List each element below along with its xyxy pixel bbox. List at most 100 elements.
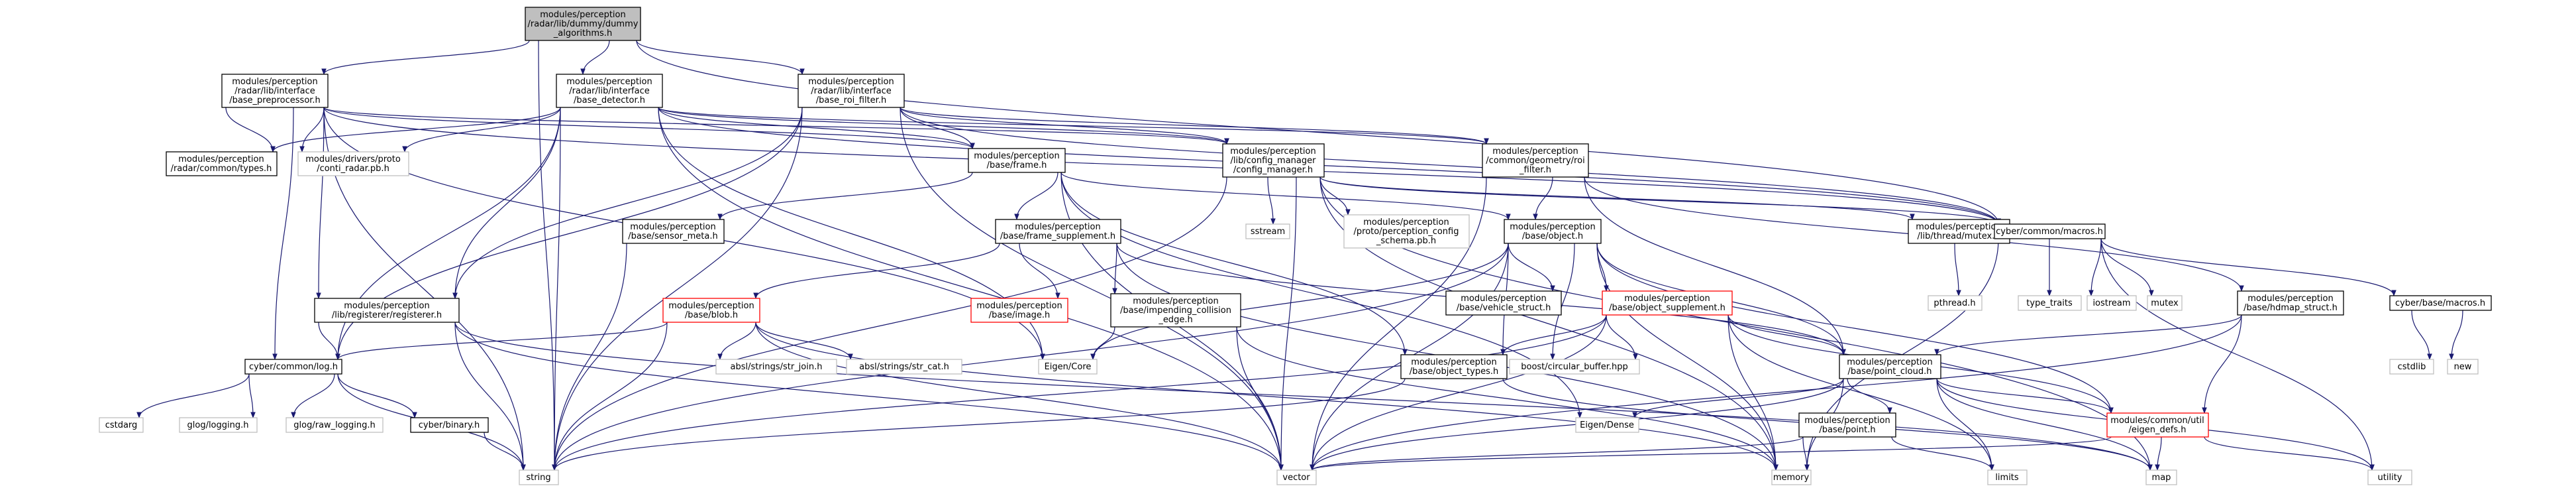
edge-sensor-meta-to-string xyxy=(552,243,627,471)
edge-path xyxy=(658,107,975,149)
node-radar-types[interactable]: modules/perception/radar/common/types.h xyxy=(166,151,278,176)
node-label-line: _filter.h xyxy=(1519,165,1551,175)
node-blob[interactable]: modules/perception/base/blob.h xyxy=(662,298,760,323)
edge-path xyxy=(1632,378,1844,418)
edge-path xyxy=(658,107,1284,471)
edge-path xyxy=(1310,314,2242,471)
node-object-types[interactable]: modules/perception/base/object_types.h xyxy=(1400,354,1508,379)
edge-path xyxy=(1533,176,1553,220)
node-point-cloud[interactable]: modules/perception/base/point_cloud.h xyxy=(1839,354,1941,379)
edge-path xyxy=(1802,436,1810,471)
edge-path xyxy=(755,322,1284,471)
node-box xyxy=(1928,295,1983,311)
edge-path xyxy=(1014,172,1058,220)
node-label-line: modules/perception xyxy=(1847,357,1932,367)
node-box xyxy=(221,74,329,108)
node-label-line: boost/circular_buffer.hpp xyxy=(1521,362,1628,372)
node-base-point[interactable]: modules/perception/base/point.h xyxy=(1798,412,1896,438)
node-label-line: /base/image.h xyxy=(989,310,1051,320)
node-box xyxy=(525,7,641,41)
edge-path xyxy=(1727,314,1846,355)
edge-path xyxy=(658,107,2001,225)
edge-path xyxy=(1550,243,1575,360)
edge-cyber-base-macros-to-new xyxy=(2449,310,2463,360)
node-base-image[interactable]: modules/perception/base/image.h xyxy=(970,298,1068,323)
edge-frame-to-frame-supplement xyxy=(1014,172,1058,220)
node-cyber-base-macros[interactable]: cyber/base/macros.h xyxy=(2389,295,2492,311)
node-registerer[interactable]: modules/perception/lib/registerer/regist… xyxy=(314,298,460,323)
node-base-roi-filter[interactable]: modules/perception/radar/lib/interface/b… xyxy=(798,74,905,108)
node-label-line: Eigen/Core xyxy=(1045,362,1092,372)
edge-frame-supplement-to-base-image xyxy=(1019,243,1060,299)
node-box xyxy=(2145,469,2177,485)
edge-frame-to-object xyxy=(1060,172,1511,220)
edge-thread-mutex-to-pthread xyxy=(1954,243,1961,296)
edge-path xyxy=(1847,378,1892,414)
edge-path xyxy=(402,107,561,152)
edge-path xyxy=(552,378,1406,471)
node-label-line: absl/strings/str_join.h xyxy=(731,362,823,372)
edge-path xyxy=(636,40,805,75)
node-cstdarg: cstdarg xyxy=(99,417,144,433)
node-base-detector[interactable]: modules/perception/radar/lib/interface/b… xyxy=(556,74,663,108)
node-label-line: modules/perception xyxy=(540,10,625,20)
node-box xyxy=(166,151,278,176)
edge-path xyxy=(2204,436,2375,471)
node-sensor-meta[interactable]: modules/perception/base/sensor_meta.h xyxy=(622,219,725,244)
node-vector: vector xyxy=(1276,469,1317,485)
node-thread-mutex[interactable]: modules/perception/lib/thread/mutex.h xyxy=(1908,219,2010,244)
edge-root-to-base-roi-filter xyxy=(636,40,805,75)
edge-path xyxy=(2411,310,2432,360)
node-vehicle-struct[interactable]: modules/perception/base/vehicle_struct.h xyxy=(1445,290,1562,316)
node-eigen-defs[interactable]: modules/common/util/eigen_defs.h xyxy=(2106,412,2209,438)
edge-point-cloud-to-limits xyxy=(1936,378,1994,471)
edge-frame-supplement-to-impending-collision xyxy=(1112,243,1117,294)
node-box xyxy=(1504,219,1602,244)
edge-path xyxy=(452,107,561,299)
node-frame-supplement[interactable]: modules/perception/base/frame_supplement… xyxy=(995,219,1121,244)
edge-object-to-memory xyxy=(1596,243,1778,471)
node-cyber-log[interactable]: cyber/common/log.h xyxy=(244,359,342,375)
edge-cyber-macros-to-cyber-base-macros xyxy=(2100,238,2396,296)
node-root[interactable]: modules/perception/radar/lib/dummy/dummy… xyxy=(525,7,641,41)
node-geometry-roi[interactable]: modules/perception/common/geometry/roi_f… xyxy=(1482,143,1589,178)
edge-hdmap-struct-to-point-cloud xyxy=(1934,314,2242,355)
edge-path xyxy=(538,40,557,471)
node-hdmap-struct[interactable]: modules/perception/base/hdmap_struct.h xyxy=(2237,290,2344,316)
edge-registerer-to-string xyxy=(454,322,526,471)
edge-path xyxy=(1236,326,1284,471)
edge-eigen-defs-to-map xyxy=(2155,436,2162,471)
edge-base-roi-filter-to-geometry-roi xyxy=(900,107,1489,145)
node-box xyxy=(2237,290,2344,316)
edge-eigen-defs-to-vector xyxy=(1310,436,2112,471)
node-label-line: modules/common/util xyxy=(2110,416,2204,426)
node-box xyxy=(2367,469,2412,485)
edge-path xyxy=(454,322,2153,471)
node-object[interactable]: modules/perception/base/object.h xyxy=(1504,219,1602,244)
node-label-line: cstdlib xyxy=(2398,362,2426,372)
node-object-supplement[interactable]: modules/perception/base/object_supplemen… xyxy=(1602,290,1733,316)
node-frame[interactable]: modules/perception/base/frame.h xyxy=(968,148,1066,173)
node-box xyxy=(2087,295,2137,311)
edge-impending-collision-to-vector xyxy=(1236,326,1284,471)
node-box xyxy=(285,417,384,433)
node-base-preprocessor[interactable]: modules/perception/radar/lib/interface/b… xyxy=(221,74,329,108)
node-config-manager[interactable]: modules/perception/lib/config_manager/co… xyxy=(1222,143,1325,178)
edge-base-roi-filter-to-frame xyxy=(900,107,975,149)
node-label-line: modules/perception xyxy=(1411,357,1496,367)
node-label-line: map xyxy=(2152,473,2171,483)
node-box xyxy=(556,74,663,108)
node-box xyxy=(2389,359,2434,375)
node-impending-collision[interactable]: modules/perception/base/impending_collis… xyxy=(1110,293,1241,328)
node-label-line: /radar/lib/interface xyxy=(569,86,649,96)
edge-path xyxy=(1606,314,1638,360)
edge-config-manager-to-perception-config-schema xyxy=(1319,176,1351,215)
node-cyber-macros[interactable]: cyber/common/macros.h xyxy=(1994,223,2106,239)
node-label-line: /base/point.h xyxy=(1819,425,1875,435)
edge-root-to-base-detector xyxy=(580,40,610,75)
node-map: map xyxy=(2145,469,2177,485)
edge-path xyxy=(316,107,325,299)
node-label-line: glog/raw_logging.h xyxy=(293,420,375,430)
edge-object-supplement-to-vector xyxy=(1310,314,1607,471)
node-cyber-binary[interactable]: cyber/binary.h xyxy=(410,417,489,433)
